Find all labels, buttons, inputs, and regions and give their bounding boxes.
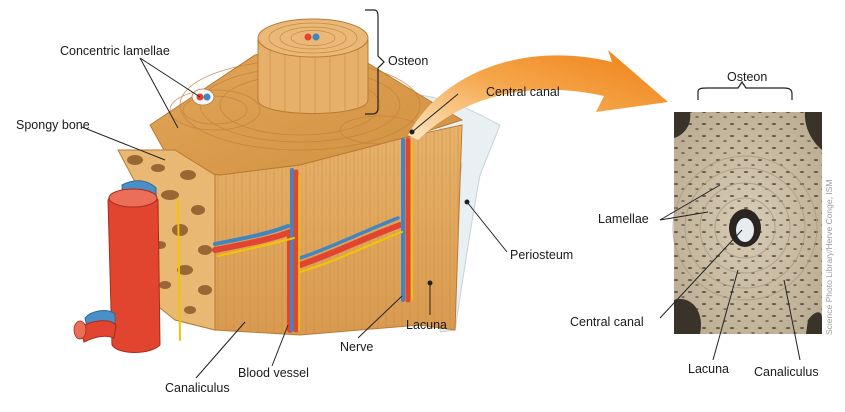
micro-label-central-canal: Central canal — [570, 315, 644, 329]
label-canaliculus: Canaliculus — [165, 381, 230, 395]
leader-lines — [81, 57, 801, 379]
osteon-cylinder — [257, 18, 369, 114]
micrograph — [672, 112, 822, 334]
magnify-arrow — [408, 50, 668, 140]
micro-label-lacuna: Lacuna — [688, 362, 730, 376]
label-central-canal: Central canal — [486, 85, 560, 99]
osteon-bracket-diagram — [365, 9, 385, 115]
osteon-bracket-micrograph — [697, 80, 793, 100]
micro-label-osteon: Osteon — [727, 70, 768, 84]
label-osteon: Osteon — [388, 54, 429, 68]
front-lamellae-lines — [175, 125, 462, 335]
periosteum-pointer-dot — [464, 199, 470, 205]
label-lacuna: Lacuna — [406, 318, 448, 332]
label-spongy-bone: Spongy bone — [16, 118, 90, 132]
label-concentric-lamellae: Concentric lamellae — [60, 44, 170, 58]
internal-vessels — [177, 137, 413, 341]
label-periosteum: Periosteum — [510, 248, 574, 262]
central-canal-pointer-dot — [409, 129, 415, 135]
top-canal — [191, 88, 215, 106]
label-nerve: Nerve — [340, 340, 374, 354]
micro-label-canaliculus: Canaliculus — [754, 365, 819, 379]
lacuna-pointer-dot — [427, 280, 433, 286]
photo-credit: Science Photo Library/Herve Conge, ISM — [824, 179, 834, 335]
external-vessels — [73, 180, 161, 353]
label-blood-vessel: Blood vessel — [238, 366, 309, 380]
micro-label-lamellae: Lamellae — [598, 212, 649, 226]
